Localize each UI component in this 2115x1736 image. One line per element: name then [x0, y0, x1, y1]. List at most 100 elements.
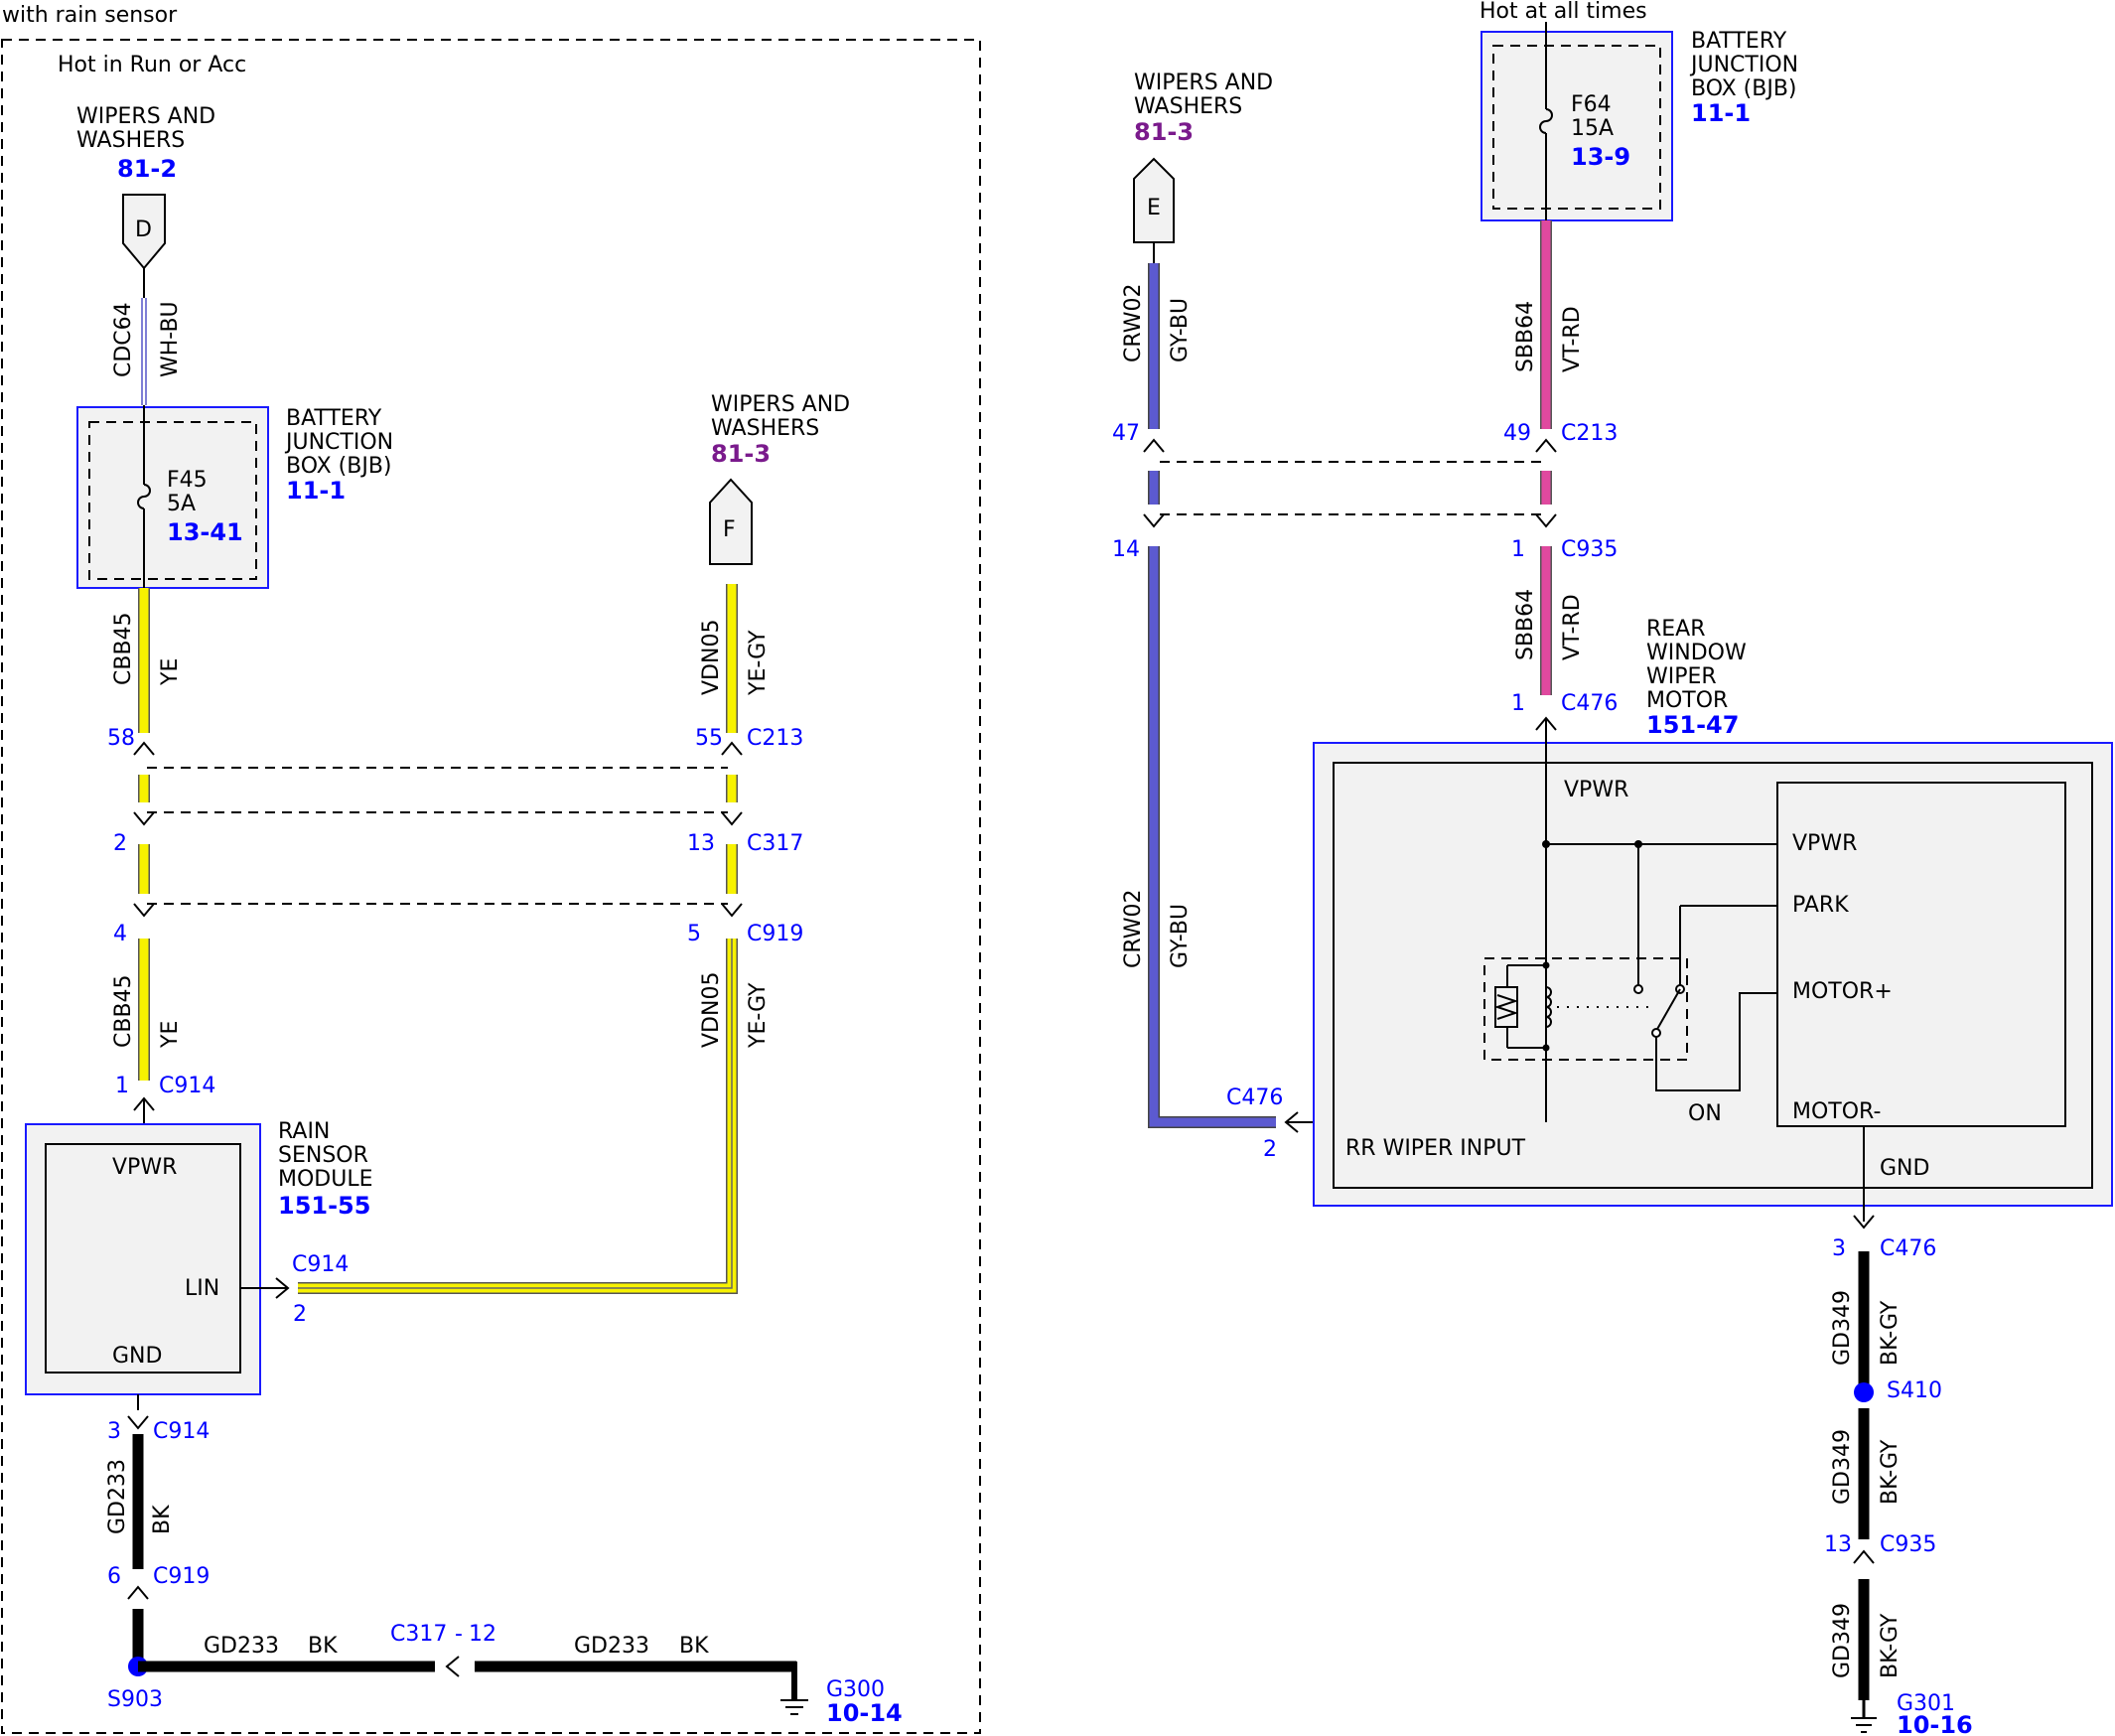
wiper-motor-box: [1776, 782, 2066, 1127]
ground-g300-label: G300: [826, 1677, 885, 1702]
ground-g301-label: G301: [1897, 1691, 1955, 1716]
ww-left-line1: WIPERS AND: [76, 104, 215, 129]
rear-motor-line4: MOTOR: [1646, 688, 1728, 713]
c476-input-pin: 2: [1263, 1137, 1277, 1162]
bjb-left-inner: [88, 421, 257, 580]
vdn05-lin-wire: [298, 939, 737, 1293]
rain-sensor-page-link[interactable]: 151-55: [278, 1192, 370, 1220]
vdn05-bottom-circuit: VDN05: [699, 972, 724, 1048]
bjb-right-module: [1480, 31, 1673, 221]
c213-mid-label: C213: [747, 726, 803, 751]
bjb-right-line2: JUNCTION: [1689, 53, 1798, 77]
c919-gnd-label: C919: [153, 1564, 210, 1589]
c213-right-label: C213: [1561, 421, 1618, 446]
c317-mid-arrow: [721, 811, 743, 826]
splice-s410: [1854, 1382, 1874, 1402]
fuse-f64-amps: 15A: [1571, 116, 1614, 141]
c317-gnd-arrow: [445, 1656, 460, 1677]
relay-on-label: ON: [1688, 1101, 1722, 1126]
bjb-right-line3: BOX (BJB): [1691, 76, 1797, 101]
connector-e-arrow: [1133, 157, 1175, 243]
c935-right-pin: 1: [1511, 537, 1525, 562]
e-pin-47: 47: [1112, 421, 1140, 446]
gd233-v-color: BK: [150, 1505, 175, 1534]
c476-right-pin: 1: [1511, 691, 1525, 716]
fuse-f45-page-link[interactable]: 13-41: [167, 518, 243, 546]
motor-park: PARK: [1792, 893, 1849, 918]
ground-g300-icon: [780, 1699, 808, 1715]
c919-gnd-pin: 6: [107, 1564, 121, 1589]
rear-motor-line2: WINDOW: [1646, 641, 1747, 665]
bjb-left-line3: BOX (BJB): [286, 454, 392, 479]
rain-sensor-lin: LIN: [185, 1276, 219, 1301]
c317-gnd-label: C317: [390, 1622, 447, 1647]
rain-sensor-line3: MODULE: [278, 1167, 373, 1192]
hot-run-acc-label: Hot in Run or Acc: [58, 53, 246, 77]
splice-s410-label: S410: [1887, 1378, 1942, 1403]
ww-mid-line1: WIPERS AND: [711, 392, 850, 417]
ground-g301-page-link[interactable]: 10-16: [1897, 1711, 1973, 1736]
ww-right-page-link[interactable]: 81-3: [1134, 118, 1194, 146]
gd233-v-circuit: GD233: [105, 1459, 130, 1534]
c317-mid-label: C317: [747, 831, 803, 856]
crw02-bottom-wire: [1149, 546, 1276, 1127]
c317-gnd-dash: -: [455, 1622, 463, 1647]
lin-c914-label: C914: [292, 1252, 349, 1277]
lin-pin: 2: [293, 1302, 307, 1327]
rear-motor-vpwr: VPWR: [1564, 778, 1628, 802]
bjb-right-page-link[interactable]: 11-1: [1691, 99, 1751, 127]
c919-mid-label: C919: [747, 922, 803, 946]
fuse-f64-page-link[interactable]: 13-9: [1571, 143, 1630, 171]
hot-all-times-label: Hot at all times: [1480, 0, 1647, 24]
gd233-h1-color: BK: [308, 1634, 338, 1659]
crw02-top-circuit: CRW02: [1121, 283, 1146, 362]
c317-left-arrow: [133, 811, 155, 826]
c213-mid-arrow: [721, 741, 743, 756]
c317-gnd-pin: 12: [469, 1622, 496, 1647]
c914-gnd-pin: 3: [107, 1419, 121, 1444]
ground-g301-icon: [1851, 1717, 1877, 1733]
c476-input-label: C476: [1226, 1085, 1283, 1110]
ww-left-page-link[interactable]: 81-2: [117, 155, 177, 183]
cbb45-top-circuit: CBB45: [111, 612, 136, 685]
gd349-1-color: BK-GY: [1878, 1300, 1903, 1366]
c213-left-pin: 58: [107, 726, 135, 751]
bjb-left-page-link[interactable]: 11-1: [286, 477, 346, 505]
vdn05-top-color: YE-GY: [746, 630, 771, 696]
c476-gnd-label: C476: [1880, 1236, 1936, 1261]
c213-mid-pin: 55: [695, 726, 723, 751]
ground-g300-page-link[interactable]: 10-14: [826, 1699, 903, 1727]
crw02-top-color: GY-BU: [1168, 298, 1193, 362]
relay-switch-icon: [1655, 988, 1681, 1032]
cdc64-circuit: CDC64: [111, 302, 136, 377]
ww-mid-page-link[interactable]: 81-3: [711, 440, 771, 468]
vdn05-top-circuit: VDN05: [699, 620, 724, 695]
bjb-right-line1: BATTERY: [1691, 29, 1787, 54]
fuse-f45-name: F45: [167, 468, 208, 493]
c476-gnd-arrow: [1853, 1215, 1875, 1230]
c935-right-left-arrow: [1143, 513, 1165, 528]
crw02-bottom-circuit: CRW02: [1121, 889, 1146, 968]
rear-motor-page-link[interactable]: 151-47: [1646, 711, 1739, 739]
rain-sensor-vpwr: VPWR: [112, 1155, 177, 1180]
c935-right-arrow: [1535, 513, 1557, 528]
c317-left-pin: 2: [113, 831, 127, 856]
fuse-f64-icon: [1539, 108, 1553, 134]
sbb64-bottom-circuit: SBB64: [1513, 589, 1538, 660]
vdn05-bottom-color: YE-GY: [746, 982, 771, 1049]
connector-d-arrow: [122, 194, 166, 270]
sbb64-bottom-color: VT-RD: [1560, 594, 1585, 660]
relay-coil-icon: [1545, 986, 1552, 1028]
splice-s903-label: S903: [107, 1687, 163, 1712]
motor-vpwr: VPWR: [1792, 831, 1857, 856]
bjb-left-module: [76, 406, 269, 589]
gd349-3-color: BK-GY: [1878, 1613, 1903, 1678]
rain-sensor-line2: SENSOR: [278, 1143, 368, 1168]
rain-sensor-inner: [45, 1143, 241, 1374]
gd233-h2-color: BK: [679, 1634, 709, 1659]
c919-mid-arrow: [721, 903, 743, 918]
c476-gnd-pin: 3: [1832, 1236, 1846, 1261]
fuse-f64-name: F64: [1571, 92, 1612, 117]
sbb64-top-circuit: SBB64: [1513, 301, 1538, 372]
